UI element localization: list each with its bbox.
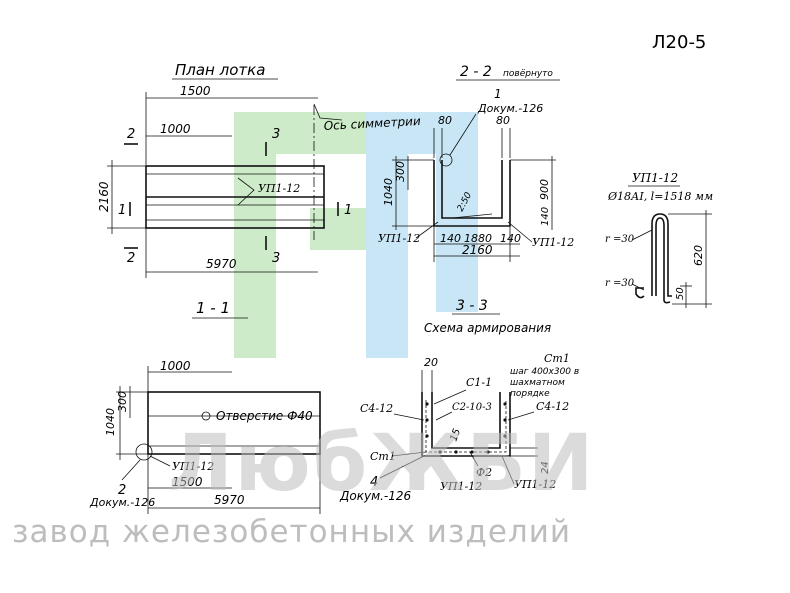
- s33-dim-15: 15: [448, 427, 463, 443]
- s22-dim-b1: 140: [440, 232, 461, 245]
- s22-callout-num: 1: [494, 87, 502, 101]
- bar-radius-bottom: r =30: [605, 278, 635, 289]
- plan-dim-5970: 5970: [206, 257, 237, 271]
- s33-c4-12-left: С4-12: [360, 402, 393, 415]
- s22-dim-300: 300: [394, 161, 407, 182]
- plan-title: План лотка: [175, 61, 265, 79]
- plan-mark-1-left: 1: [118, 203, 126, 218]
- s11-dim-1500: 1500: [172, 475, 203, 489]
- s33-rebar-dots: [425, 402, 507, 454]
- s22-dim-b3: 140: [500, 232, 521, 245]
- s11-hole-label: Отверстие Ф40: [216, 409, 313, 423]
- plan-view: План лотка 1500 1000 УП1-12 2160 5970 2 …: [97, 61, 421, 278]
- sheet-code: Л20-5: [652, 32, 706, 53]
- section-3-3: 3 - 3 Схема армирования 20 Ст1 шаг 400х3…: [339, 298, 579, 503]
- s33-c4-12-right: С4-12: [536, 400, 569, 413]
- s22-subtitle: повёрнуто: [503, 69, 553, 79]
- s22-dim-900: 900: [538, 179, 551, 200]
- s33-step-1: шаг 400х300 в: [510, 367, 579, 377]
- bar-title: УП1-12: [632, 171, 678, 185]
- s22-title: 2 - 2: [460, 64, 492, 80]
- plan-dim-1000: 1000: [160, 122, 191, 136]
- s33-step-2: шахматном: [510, 378, 565, 388]
- s22-bar-left: УП1-12: [378, 232, 420, 245]
- section-1-1: 1 - 1 1000 1040 300 Отверстие Ф40 УП1-12…: [89, 299, 321, 514]
- bar-spec: Ø18АI, l=1518 мм: [607, 190, 713, 203]
- s33-up-bottom: УП1-12: [440, 480, 482, 493]
- s22-dim-1040: 1040: [382, 178, 395, 206]
- s33-step-3: порядке: [510, 389, 550, 399]
- bar-radius-top: r =30: [605, 234, 635, 245]
- s11-bar-label: УП1-12: [172, 460, 214, 473]
- s33-dim-20: 20: [424, 356, 438, 369]
- plan-mark-3-bottom: 3: [272, 251, 280, 266]
- s22-bar-right: УП1-12: [532, 236, 574, 249]
- plan-mark-2-top: 2: [127, 127, 135, 142]
- s33-phi2: Ф2: [476, 466, 492, 479]
- s22-dim-140-r: 140: [540, 207, 551, 226]
- s11-dim-300: 300: [116, 391, 129, 412]
- s33-callout-doc: Докум.-126: [339, 489, 412, 503]
- plan-bar-label: УП1-12: [258, 182, 300, 195]
- watermark-brand: ЛюбЖБИ: [168, 419, 595, 509]
- s33-dim-24: 24: [540, 461, 551, 474]
- s11-callout-num: 2: [118, 483, 126, 498]
- s11-dim-1000: 1000: [160, 359, 191, 373]
- bar-detail: УП1-12 Ø18АI, l=1518 мм r =30 r =30 620 …: [605, 171, 713, 308]
- bar-dim-620: 620: [692, 245, 705, 266]
- watermark-logo: [234, 112, 478, 358]
- s33-c2-10-3: С2-10-3: [452, 402, 492, 413]
- watermark-tagline: завод железобетонных изделий: [12, 514, 571, 550]
- plan-dim-2160: 2160: [97, 181, 111, 212]
- plan-mark-1-right: 1: [344, 203, 352, 218]
- s11-dim-5970: 5970: [214, 493, 245, 507]
- s11-dim-1040: 1040: [104, 408, 117, 436]
- s33-up-right: УП1-12: [514, 478, 556, 491]
- bar-dim-50: 50: [675, 287, 686, 300]
- s22-dim-total: 2160: [462, 243, 493, 257]
- s22-dim-80-right: 80: [496, 114, 510, 127]
- s22-dim-b2: 1880: [464, 232, 492, 245]
- s33-caption: Схема армирования: [424, 321, 551, 335]
- plan-dim-1500: 1500: [180, 84, 211, 98]
- section-2-2: 2 - 2 повёрнуто 1 Докум.-126 80 80 1040 …: [378, 64, 574, 262]
- s22-callout-doc: Докум.-126: [477, 102, 543, 115]
- s22-dim-80-left: 80: [438, 114, 452, 127]
- s33-c1-1: С1-1: [466, 376, 492, 389]
- plan-axis-label: Ось симметрии: [323, 114, 421, 133]
- plan-mark-2-bottom: 2: [127, 251, 135, 266]
- s33-callout-num: 4: [370, 475, 378, 490]
- s33-ct1-left: Ст1: [370, 450, 396, 463]
- s11-callout-doc: Докум.-126: [89, 496, 155, 509]
- s33-ct1-top: Ст1: [544, 352, 570, 365]
- s11-title: 1 - 1: [196, 299, 230, 317]
- plan-mark-3-top: 3: [272, 127, 280, 142]
- s33-title: 3 - 3: [456, 298, 488, 314]
